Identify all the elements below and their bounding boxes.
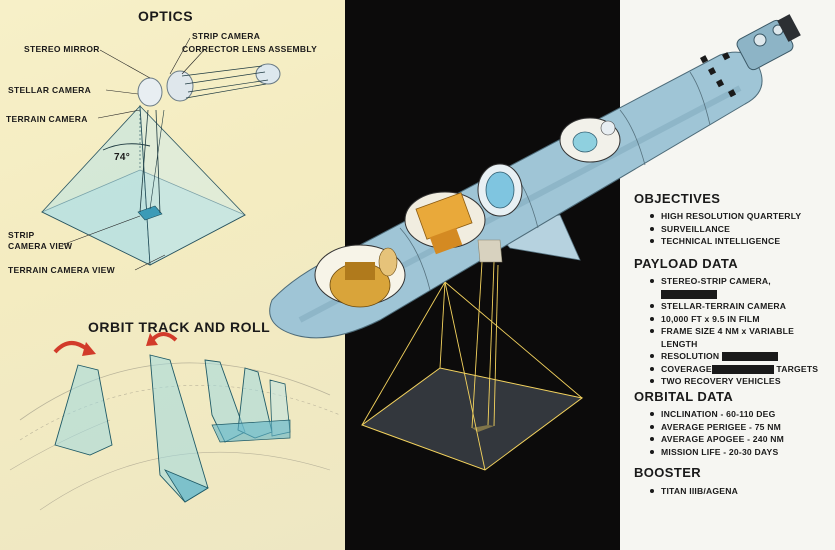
payload-heading: PAYLOAD DATA xyxy=(634,256,738,271)
strip-view-label-1: STRIP xyxy=(8,230,35,240)
orbit-title: ORBIT TRACK AND ROLL xyxy=(88,319,271,335)
roll-arrow-1-icon xyxy=(53,341,90,354)
list-item: TITAN IIIB/AGENA xyxy=(648,485,738,498)
stereo-mirror xyxy=(137,77,163,107)
list-item: STELLAR-TERRAIN CAMERA xyxy=(648,300,818,313)
redaction-bar xyxy=(661,289,717,299)
booster-list: TITAN IIIB/AGENA xyxy=(648,485,738,498)
list-item: MISSION LIFE - 20-30 DAYS xyxy=(648,446,784,459)
list-item: AVERAGE APOGEE - 240 NM xyxy=(648,433,784,446)
list-item: TECHNICAL INTELLIGENCE xyxy=(648,235,801,248)
strip-view-label-2: CAMERA VIEW xyxy=(8,241,73,251)
checker-band xyxy=(700,52,737,98)
strip-camera-label: STRIP CAMERA xyxy=(192,31,261,41)
corrector-lens xyxy=(255,63,281,85)
strip-camera-lens xyxy=(166,70,194,102)
sweep-1 xyxy=(54,364,113,456)
terrain-view-label: TERRAIN CAMERA VIEW xyxy=(8,265,115,275)
list-item: STEREO-STRIP CAMERA, xyxy=(648,275,818,300)
objectives-heading: OBJECTIVES xyxy=(634,191,721,206)
ground-footprint xyxy=(360,367,584,471)
stereo-mirror-label: STEREO MIRROR xyxy=(24,44,100,54)
orbital-heading: ORBITAL DATA xyxy=(634,389,734,404)
terrain-pyramid-right xyxy=(139,104,246,266)
list-item: 10,000 FT x 9.5 IN FILM xyxy=(648,313,818,326)
stellar-camera-label: STELLAR CAMERA xyxy=(8,85,92,95)
optics-title: OPTICS xyxy=(138,8,194,24)
redaction-bar xyxy=(721,352,778,362)
corrector-lens-label: CORRECTOR LENS ASSEMBLY xyxy=(182,44,318,54)
redaction-bar xyxy=(711,364,774,374)
list-item: HIGH RESOLUTION QUARTERLY xyxy=(648,210,801,223)
objectives-list: HIGH RESOLUTION QUARTERLY SURVEILLANCE T… xyxy=(648,210,801,248)
orbit-diagram xyxy=(9,332,341,511)
list-item: SURVEILLANCE xyxy=(648,223,801,236)
optics-diagram xyxy=(41,37,281,271)
roll-arrow-2-icon xyxy=(150,332,178,342)
orbital-list: INCLINATION - 60-110 DEG AVERAGE PERIGEE… xyxy=(648,408,784,458)
list-item: RESOLUTION xyxy=(648,350,818,363)
satellite-illustration xyxy=(269,14,801,471)
list-item: INCLINATION - 60-110 DEG xyxy=(648,408,784,421)
terrain-camera-label: TERRAIN CAMERA xyxy=(6,114,88,124)
strip-camera-view xyxy=(137,205,163,221)
payload-list: STEREO-STRIP CAMERA, STELLAR-TERRAIN CAM… xyxy=(648,275,818,388)
list-item: COVERAGE TARGETS xyxy=(648,363,818,376)
angle-label: 74° xyxy=(114,152,131,163)
list-item: AVERAGE PERIGEE - 75 NM xyxy=(648,421,784,434)
list-item: TWO RECOVERY VEHICLES xyxy=(648,375,818,388)
booster-heading: BOOSTER xyxy=(634,465,702,480)
